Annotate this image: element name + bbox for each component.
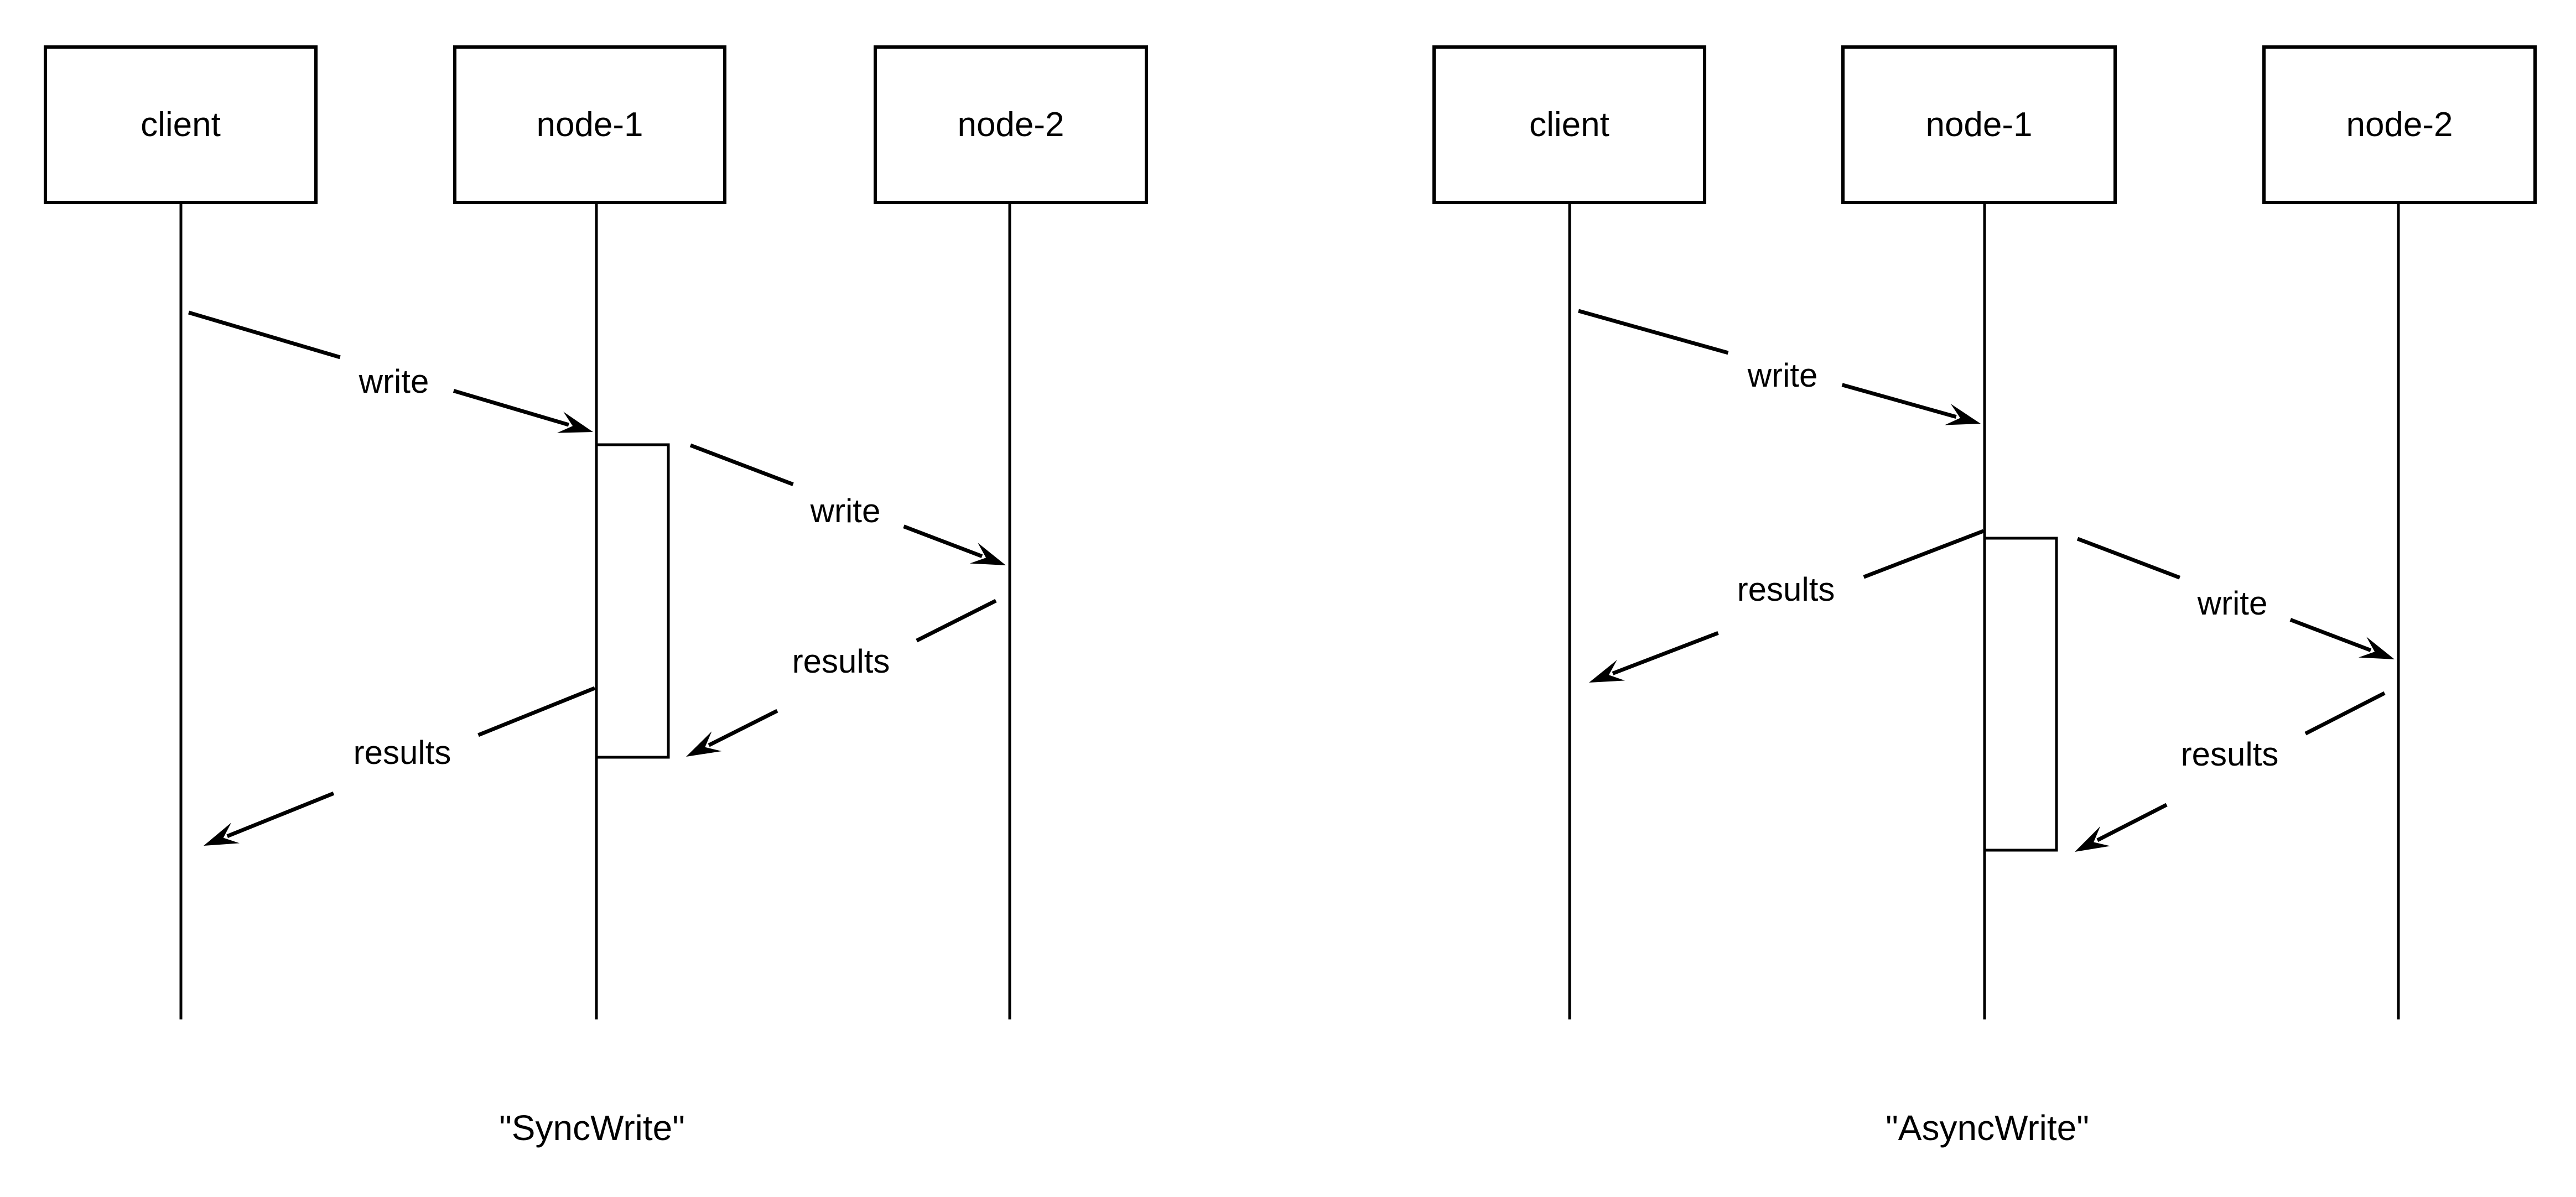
message-line-start-node1-to-client-results: [477, 686, 596, 737]
message-label-client-to-node1-write: write: [1747, 357, 1818, 394]
message-arrowhead-node1-to-node2-write: [2358, 637, 2395, 659]
participant-label-client: client: [1529, 106, 1609, 144]
message-node2-to-node1-results: results: [686, 598, 997, 757]
message-label-node1-to-client-results: results: [354, 734, 451, 771]
participant-node-2: node-2: [2262, 45, 2537, 1019]
sequence-diagram-async-write: client node-1 node-2 write results write resul…: [1432, 45, 2537, 1148]
message-label-node2-to-node1-results: results: [2181, 736, 2279, 773]
message-line-end-node1-to-client-results: [1612, 631, 1719, 675]
message-line-end-client-to-node1-write: [453, 389, 569, 427]
message-line-start-node1-to-node2-write: [2076, 537, 2181, 580]
participant-label-node-2: node-2: [2346, 106, 2453, 144]
message-node1-to-client-results: results: [1589, 529, 1985, 683]
participant-box-node-1[interactable]: [1841, 45, 2117, 204]
participant-box-node-1[interactable]: [453, 45, 726, 204]
message-label-node2-to-node1-results: results: [792, 643, 890, 680]
message-client-to-node1-write: write: [1578, 309, 1981, 425]
message-label-node1-to-node2-write: write: [810, 492, 881, 529]
message-node1-to-node2-write: write: [2076, 537, 2395, 659]
message-line-end-node1-to-client-results: [226, 792, 335, 839]
participant-label-node-1: node-1: [1925, 106, 2032, 144]
sequence-diagram-sync-write: client node-1 node-2 write write results resul…: [44, 45, 1148, 1148]
message-node1-to-node2-write: write: [689, 443, 1006, 565]
message-node1-to-client-results: results: [204, 686, 596, 846]
message-line-start-client-to-node1-write: [188, 310, 341, 360]
message-line-start-node2-to-node1-results: [916, 598, 997, 643]
message-label-client-to-node1-write: write: [359, 363, 429, 400]
message-node2-to-node1-results: results: [2075, 691, 2386, 852]
activation-bar-node-1-activation: [595, 443, 670, 759]
participant-node-1: node-1: [1841, 45, 2117, 1019]
participant-box-client[interactable]: [44, 45, 318, 204]
message-line-start-node1-to-node2-write: [689, 443, 794, 486]
participant-label-client: client: [141, 106, 221, 144]
message-arrowhead-client-to-node1-write: [557, 412, 593, 433]
message-line-start-node1-to-client-results: [1863, 529, 1985, 579]
diagram-caption-sync-write: "SyncWrite": [499, 1108, 685, 1148]
message-arrowhead-node2-to-node1-results: [686, 731, 722, 757]
participant-box-node-2[interactable]: [2262, 45, 2537, 204]
participant-client: client: [1432, 45, 1706, 1019]
participant-label-node-1: node-1: [536, 106, 643, 144]
message-arrowhead-node2-to-node1-results: [2075, 826, 2111, 852]
message-arrowhead-client-to-node1-write: [1944, 404, 1981, 425]
participant-box-client[interactable]: [1432, 45, 1706, 204]
message-label-node1-to-node2-write: write: [2197, 585, 2268, 622]
participant-client: client: [44, 45, 318, 1019]
participant-box-node-2[interactable]: [874, 45, 1148, 204]
message-line-end-client-to-node1-write: [1841, 383, 1957, 419]
message-line-end-node2-to-node1-results: [708, 709, 778, 747]
message-line-end-node1-to-node2-write: [2289, 618, 2372, 652]
message-line-start-node2-to-node1-results: [2304, 691, 2386, 736]
message-client-to-node1-write: write: [188, 310, 593, 433]
message-label-node1-to-client-results: results: [1737, 571, 1835, 608]
message-line-end-node1-to-node2-write: [903, 524, 983, 558]
participant-label-node-2: node-2: [957, 106, 1064, 144]
message-line-end-node2-to-node1-results: [2096, 803, 2168, 842]
diagram-caption-async-write: "AsyncWrite": [1886, 1108, 2089, 1148]
participant-node-1: node-1: [453, 45, 726, 1019]
participant-node-2: node-2: [874, 45, 1148, 1019]
message-arrowhead-node1-to-client-results: [204, 823, 240, 846]
message-line-start-client-to-node1-write: [1578, 309, 1729, 355]
message-arrowhead-node1-to-node2-write: [969, 543, 1006, 565]
activation-bar-node-1-activation: [1983, 537, 2058, 852]
message-arrowhead-node1-to-client-results: [1589, 660, 1625, 683]
